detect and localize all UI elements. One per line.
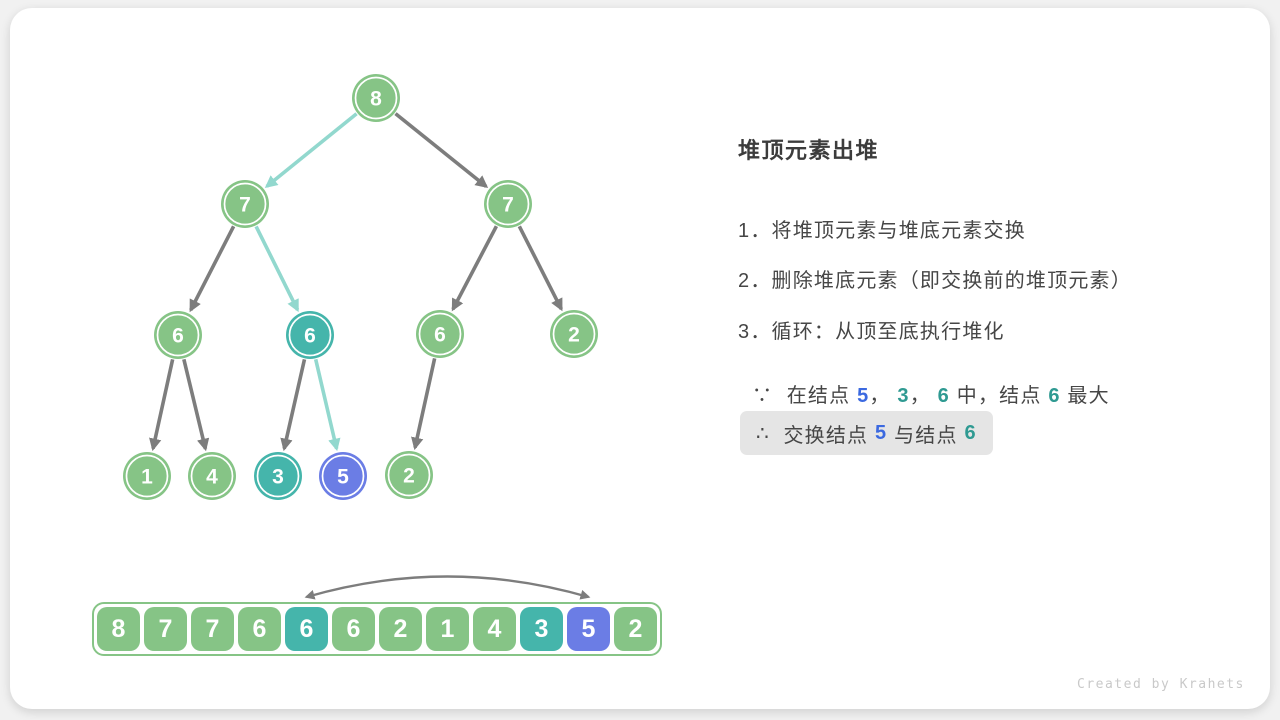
node-value-ref: 5 — [875, 421, 888, 444]
therefore-highlight-line: ∴ 交换结点 5 与结点 6 — [740, 411, 993, 455]
tree-node-value: 2 — [568, 324, 580, 347]
tree-edge — [149, 359, 175, 452]
tree-node-value: 7 — [502, 194, 514, 217]
tree-edge — [280, 358, 307, 452]
tree-edge — [411, 358, 437, 451]
node-value-ref: 5 — [857, 385, 870, 407]
tree-edge — [394, 112, 489, 189]
tree-edge — [451, 225, 499, 312]
array-cell: 5 — [567, 607, 610, 651]
array-cell: 2 — [614, 607, 657, 651]
array-cell: 4 — [473, 607, 516, 651]
because-line: ∵ 在结点 5， 3， 6 中，结点 6 最大 — [752, 379, 1110, 408]
tree-node: 2 — [385, 451, 433, 499]
tree-node: 8 — [352, 74, 400, 122]
tree-node-value: 4 — [206, 466, 218, 489]
text-segment: ， — [869, 385, 898, 407]
step-item-1: 1．将堆顶元素与堆底元素交换 — [738, 220, 1026, 242]
tree-node-value: 2 — [403, 465, 415, 488]
tree-node: 7 — [221, 180, 269, 228]
tree-node: 1 — [123, 452, 171, 500]
text-segment: 最大 — [1060, 385, 1110, 407]
tree-node: 3 — [254, 452, 302, 500]
text-segment: 交换结点 — [783, 424, 876, 447]
tree-node: 5 — [319, 452, 367, 500]
tree-node-value: 6 — [304, 325, 316, 348]
array-cell: 6 — [285, 607, 328, 651]
step-item-2: 2．删除堆底元素（即交换前的堆顶元素） — [738, 270, 1132, 292]
tree-edge — [264, 112, 358, 188]
tree-node-value: 7 — [239, 194, 251, 217]
tree-edge — [517, 225, 563, 312]
tree-node: 6 — [154, 311, 202, 359]
array-cell: 8 — [97, 607, 140, 651]
tree-edge — [182, 358, 210, 452]
tree-node-value: 6 — [434, 324, 446, 347]
text-segment: 与结点 — [887, 424, 965, 447]
node-value-ref: 6 — [964, 421, 977, 444]
array-cell: 6 — [332, 607, 375, 651]
node-value-ref: 6 — [1048, 385, 1061, 407]
tree-node: 7 — [484, 180, 532, 228]
text-segment: 在结点 — [786, 385, 858, 407]
node-value-ref: 3 — [897, 385, 910, 407]
swap-arc-arrow — [304, 575, 591, 600]
tree-edge — [254, 225, 300, 313]
array-cell: 7 — [191, 607, 234, 651]
text-segment: ∵ — [752, 385, 787, 407]
tree-edge — [313, 358, 341, 452]
credit-watermark: Created by Krahets — [1077, 677, 1245, 692]
tree-node: 6 — [416, 310, 464, 358]
page-title: 堆顶元素出堆 — [738, 138, 880, 163]
tree-node: 4 — [188, 452, 236, 500]
tree-node-value: 5 — [337, 466, 349, 489]
step-item-3: 3．循环：从顶至底执行堆化 — [738, 321, 1005, 343]
canvas-card — [10, 8, 1270, 709]
tree-node-value: 8 — [370, 88, 382, 111]
tree-edge — [189, 225, 236, 313]
tree-node: 6 — [286, 311, 334, 359]
text-segment: 中，结点 — [950, 385, 1049, 407]
array-cell: 3 — [520, 607, 563, 651]
tree-node-value: 1 — [141, 466, 153, 489]
array-cell: 7 — [144, 607, 187, 651]
node-value-ref: 6 — [937, 385, 950, 407]
tree-node-value: 3 — [272, 466, 284, 489]
array-cell: 2 — [379, 607, 422, 651]
array-cell: 6 — [238, 607, 281, 651]
tree-node-value: 6 — [172, 325, 184, 348]
text-segment: ∴ — [756, 422, 784, 445]
tree-node: 2 — [550, 310, 598, 358]
text-segment: ， — [909, 385, 938, 407]
array-cell: 1 — [426, 607, 469, 651]
